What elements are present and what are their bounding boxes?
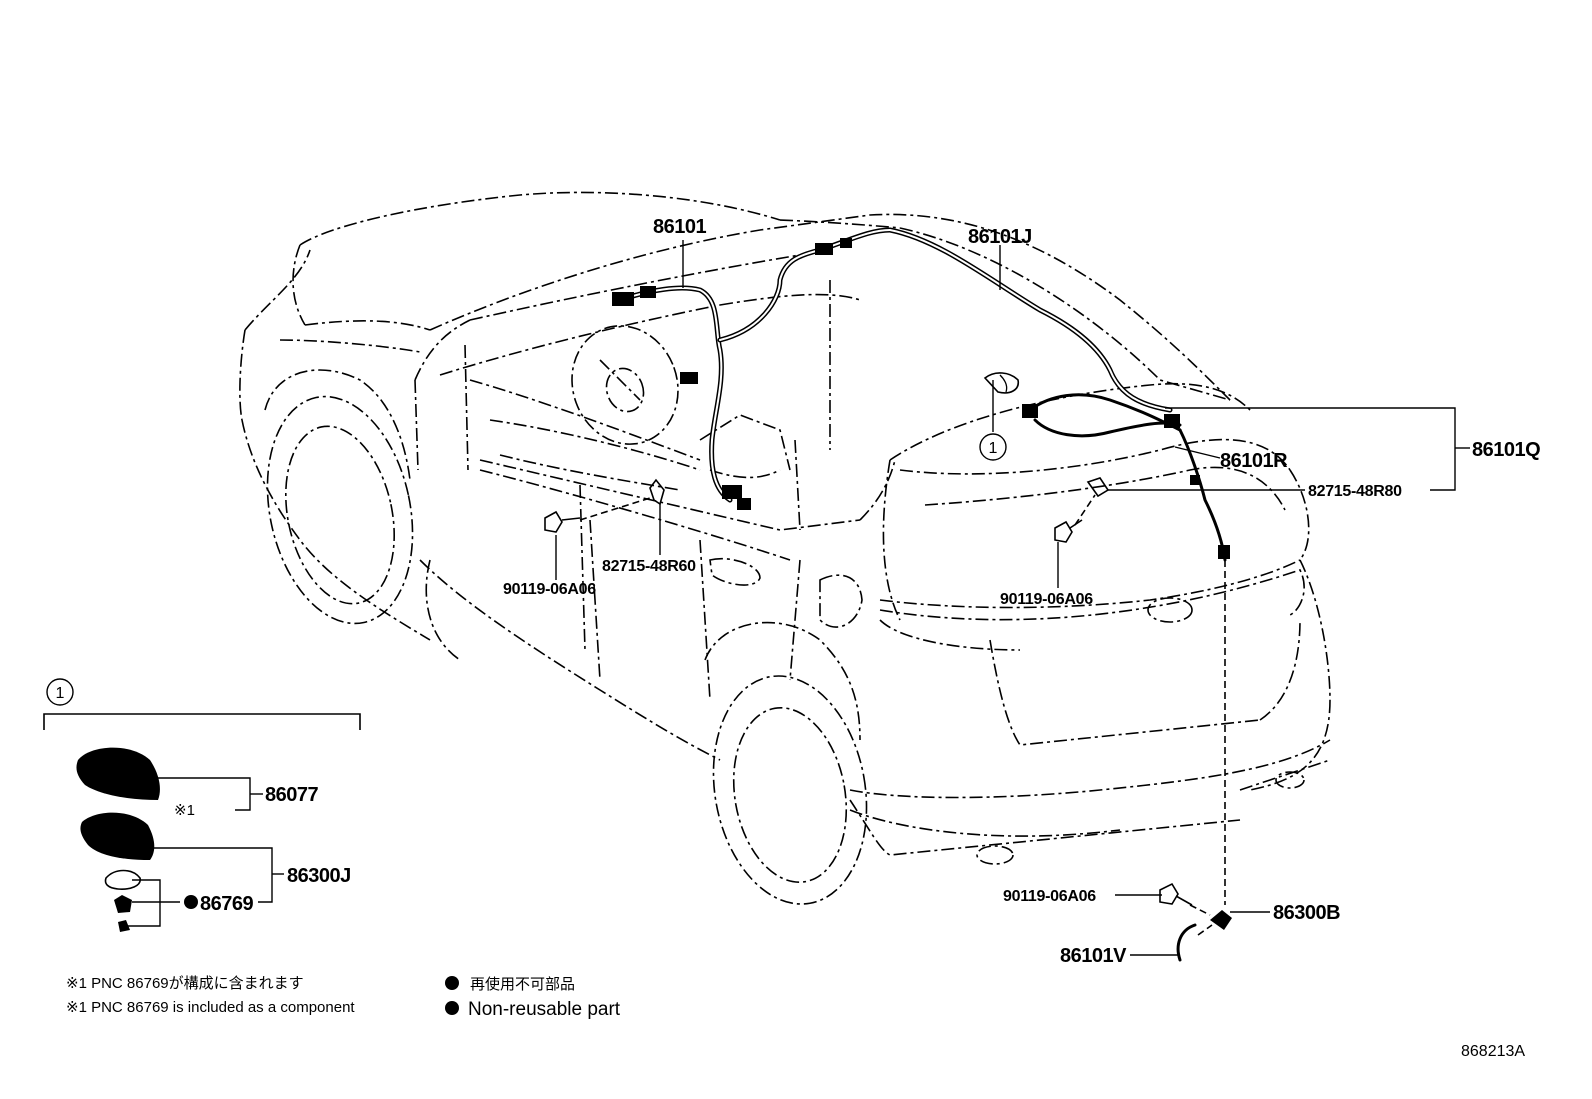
connector-86300B — [1210, 910, 1232, 930]
harness-86101 — [612, 247, 823, 510]
label-86101: 86101 — [653, 216, 706, 238]
figure-id: 868213A — [1461, 1043, 1525, 1060]
nonreusable-bullet-en — [445, 1001, 459, 1015]
bolt-90119-left — [544, 510, 581, 533]
label-86300J: 86300J — [287, 865, 351, 887]
note-component-en: ※1 PNC 86769 is included as a component — [66, 999, 355, 1016]
legend-notes: ※1 PNC 86769が構成に含まれます ※1 PNC 86769 is in… — [66, 975, 621, 1020]
harness-86101J — [815, 227, 1173, 413]
label-90119-low: 90119-06A06 — [1003, 888, 1096, 905]
note-nonreusable-en: Non-reusable part — [468, 999, 621, 1020]
callout-1: 1 — [979, 433, 1007, 461]
label-86300B: 86300B — [1273, 902, 1340, 924]
label-82715-48R60: 82715-48R60 — [602, 558, 696, 575]
label-82715-48R80: 82715-48R80 — [1308, 483, 1402, 500]
inset-1-text: 1 — [56, 685, 65, 702]
bolt-90119-mid — [1054, 519, 1083, 543]
nonreusable-bullet-jp — [445, 976, 459, 990]
label-86101V: 86101V — [1060, 945, 1127, 967]
vehicle-outline — [239, 191, 1331, 905]
bolt-90119-low — [1159, 882, 1193, 906]
label-90119-mid: 90119-06A06 — [1000, 591, 1093, 608]
label-90119-left: 90119-06A06 — [503, 581, 596, 598]
roof-antenna-pad — [983, 372, 1020, 394]
label-86769: 86769 — [200, 893, 253, 915]
callout-1-text: 1 — [989, 440, 998, 457]
label-86077: 86077 — [265, 784, 318, 806]
note-component-jp: ※1 PNC 86769が構成に含まれます — [66, 975, 304, 992]
clip-82715-48R60 — [649, 478, 665, 506]
label-86101J: 86101J — [968, 226, 1032, 248]
note-nonreusable-jp: 再使用不可部品 — [470, 976, 575, 993]
inset-detail-1: 1 86077 ※1 86300J 86769 — [43, 678, 361, 932]
cable-86101V — [1176, 923, 1197, 962]
harness-86101Q — [1022, 393, 1230, 562]
label-86101Q: 86101Q — [1472, 439, 1540, 461]
note-mark-86077: ※1 — [174, 802, 195, 819]
label-86101R: 86101R — [1220, 450, 1288, 472]
